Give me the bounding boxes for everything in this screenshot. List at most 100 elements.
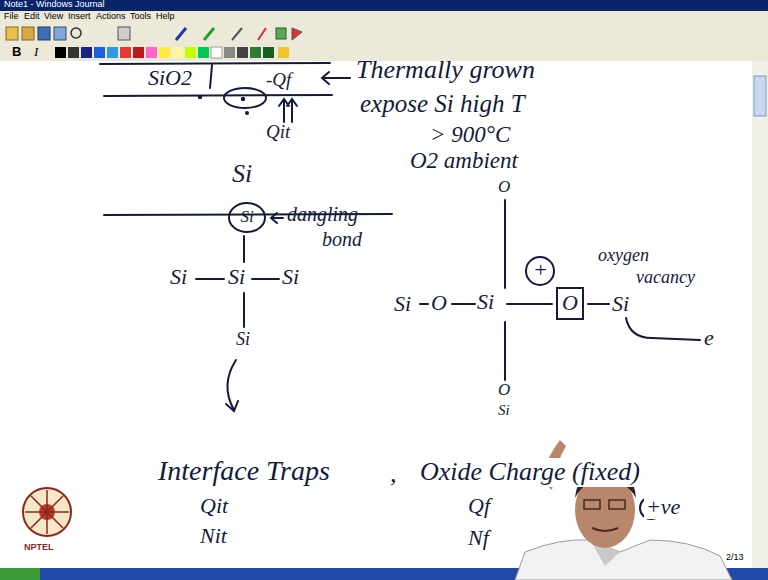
color-bar: [68, 47, 79, 58]
material-label: Si: [232, 160, 252, 189]
color-bar: [211, 47, 222, 58]
color-bar: [120, 47, 131, 58]
color-bar: [81, 47, 92, 58]
logo-text: NPTEL: [24, 543, 54, 553]
atom-label: Si: [170, 265, 187, 289]
note-text: > 900°C: [430, 122, 510, 147]
atom-label: O: [498, 381, 510, 400]
ink-strokes: [271, 213, 283, 223]
note-text: oxygen: [598, 246, 649, 266]
writing-canvas: [0, 61, 752, 568]
scrollbar: [752, 61, 768, 568]
ink-strokes: [252, 278, 279, 280]
taskbar: [0, 568, 40, 580]
toolbar: [22, 27, 34, 40]
scrollbar: [754, 76, 766, 116]
vacancy-box-outline: [557, 288, 583, 319]
symbol-label: Nf: [468, 526, 489, 550]
note-text: vacancy: [636, 268, 695, 288]
oxide-label: SiO2: [148, 66, 192, 90]
color-bar: [159, 47, 170, 58]
symbol-label: Nit: [200, 524, 227, 548]
toolbar: [54, 27, 66, 40]
atom-label: Si: [394, 292, 411, 316]
nptel-logo: [23, 488, 71, 536]
interface-dots: [198, 95, 249, 115]
lecturer: [609, 500, 625, 509]
toolbar: [232, 28, 242, 40]
toolbar: [71, 28, 81, 38]
node-text: Si: [228, 208, 266, 227]
menu-item: Tools: [130, 12, 151, 22]
electron-label: e: [704, 326, 714, 350]
charge-sign: +: [533, 258, 548, 282]
color-bar: [146, 47, 157, 58]
color-bar: [224, 47, 235, 58]
menu-item: Edit: [24, 12, 40, 22]
circled-atom-outline: [229, 203, 265, 232]
atom-label: O: [431, 291, 447, 315]
ink-strokes: [452, 303, 475, 305]
interface-dots: [241, 97, 245, 101]
toolbar: [276, 28, 286, 39]
color-bar: [250, 47, 261, 58]
menu-item: View: [44, 12, 63, 22]
charge-label: -Qf: [266, 70, 291, 91]
symbol-label: Qf: [468, 494, 490, 518]
circled-atom: Si: [228, 202, 266, 233]
menu-item: Actions: [96, 12, 126, 22]
toolbar: [176, 28, 186, 40]
ink-strokes: [100, 63, 700, 519]
toolbar: [258, 28, 266, 40]
note-text: dangling: [287, 203, 358, 225]
nptel-logo: [23, 488, 71, 536]
menu-bar: [0, 11, 768, 23]
color-bar: [107, 47, 118, 58]
title-bar: [0, 0, 768, 11]
ink-strokes: [322, 72, 350, 84]
menu-bar: [0, 11, 768, 23]
note-text: O2 ambient: [410, 148, 518, 173]
atom-label: Si: [498, 402, 510, 419]
toolbar: [118, 27, 130, 40]
ink-strokes: [507, 303, 552, 305]
interface-dots: [245, 111, 249, 115]
heading-text: Interface Traps: [158, 456, 330, 487]
menu-item: Insert: [68, 12, 91, 22]
ink-strokes: [504, 200, 506, 288]
ink-strokes: [279, 99, 289, 122]
ink-strokes: [100, 63, 330, 64]
atom-label: O: [498, 178, 510, 197]
color-bar: [55, 47, 66, 58]
ink-strokes: [420, 303, 428, 305]
toolbar: [204, 28, 214, 40]
toolbar: [0, 23, 768, 44]
lecturer: [584, 500, 600, 509]
writing-canvas: [0, 61, 752, 568]
note-text: +ve: [644, 495, 682, 519]
color-bar: [133, 47, 144, 58]
ink-strokes: [287, 99, 297, 122]
note-text: bond: [322, 228, 362, 250]
menu-item: Help: [156, 12, 175, 22]
italic-button: I: [34, 45, 38, 59]
node-text: O: [556, 291, 584, 315]
symbol-label: Qit: [200, 494, 228, 518]
color-bar: [237, 47, 248, 58]
toolbar: [292, 28, 302, 40]
ink-strokes: [243, 236, 245, 262]
title-bar: [0, 0, 768, 11]
color-bar: [278, 47, 289, 58]
atom-label: Si: [228, 265, 245, 289]
toolbar: [0, 23, 768, 44]
note-text: ,: [390, 460, 397, 489]
window-title: Note1 - Windows Journal: [4, 0, 105, 10]
ink-strokes: [526, 257, 554, 285]
interface-dots: [198, 95, 202, 99]
color-bar: [172, 47, 183, 58]
heading-text: Oxide Charge (fixed): [418, 458, 642, 487]
atom-label: Si: [282, 265, 299, 289]
ink-strokes: [243, 293, 245, 327]
ink-strokes: [626, 318, 700, 340]
